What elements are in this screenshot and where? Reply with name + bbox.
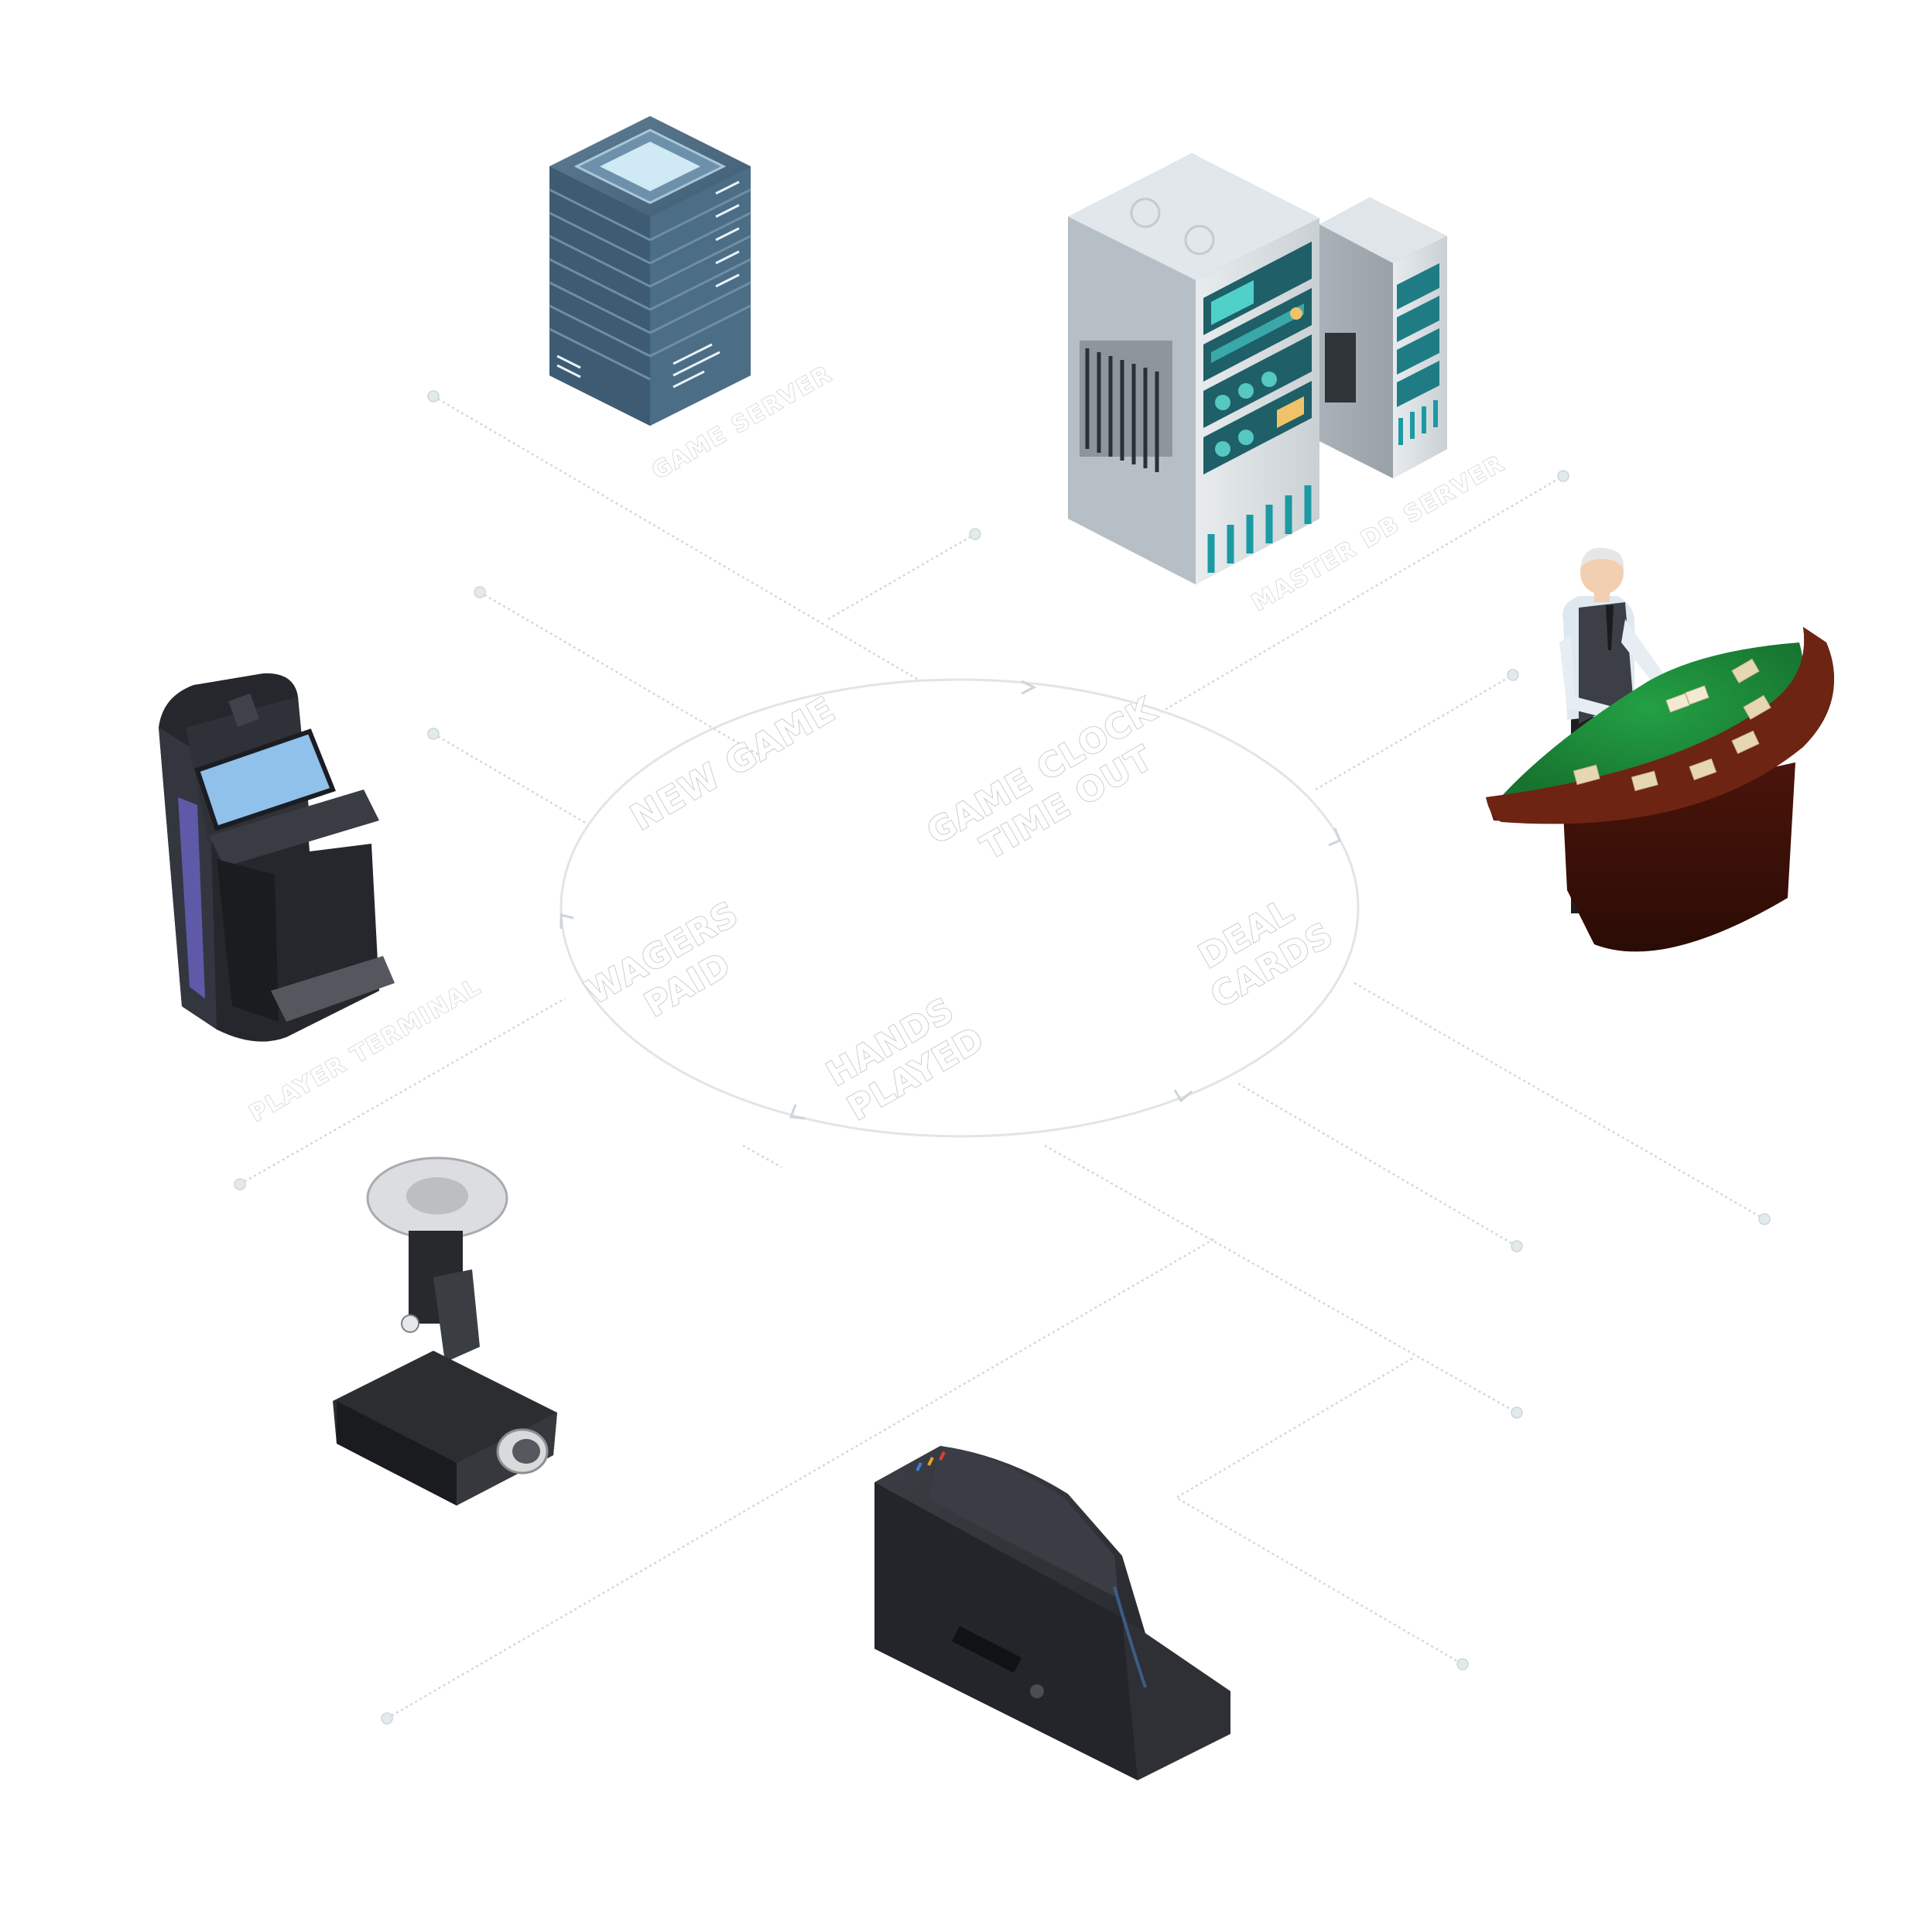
- connector-dealer-table: [1315, 673, 1514, 791]
- game-server-icon: [549, 116, 751, 426]
- connector-dot: [1758, 1213, 1771, 1225]
- connector-right-long: [1354, 981, 1765, 1221]
- game-cycle: NEW GAME GAME CLOCK TIME OUT DEAL CARDS …: [560, 678, 1360, 1138]
- connector-dot: [969, 528, 981, 540]
- connector-new-game: [479, 591, 759, 756]
- cycle-step-new-game: NEW GAME: [624, 688, 843, 838]
- connector-dot: [1507, 669, 1519, 681]
- cycle-step-deal-cards: DEAL CARDS: [1184, 880, 1340, 1016]
- connector-lines: [234, 390, 1771, 1725]
- rack-servers-icon: [1068, 153, 1447, 584]
- cycle-ring: [560, 678, 1360, 1138]
- connector-right-mid: [1237, 1082, 1518, 1248]
- connector-master-server: [1160, 474, 1564, 714]
- cycle-step-wagers-paid: WAGERS PAID: [579, 888, 776, 1048]
- connector-dot: [381, 1712, 393, 1725]
- cycle-arrow: [1328, 827, 1341, 847]
- connector-dot: [1456, 1658, 1469, 1670]
- cycle-arrow: [1173, 1089, 1193, 1103]
- security-camera-icon: [333, 1156, 557, 1506]
- cycle-arrow: [560, 913, 574, 929]
- connector-shoe-elbow: [1174, 1357, 1463, 1666]
- connector-terminal-top: [433, 732, 589, 826]
- player-terminal-kiosk-icon: [159, 673, 395, 1042]
- connector-game-server-branch: [827, 533, 976, 621]
- connector-dot: [474, 586, 486, 598]
- cycle-arrow: [1021, 680, 1037, 695]
- card-shoe-reader-icon: [874, 1446, 1230, 1780]
- connector-game-server: [433, 395, 922, 683]
- cycle-step-game-clock: GAME CLOCK TIME OUT: [920, 683, 1193, 887]
- connector-dot: [427, 728, 440, 740]
- connector-dot: [1557, 470, 1569, 482]
- connector-dot: [427, 390, 440, 402]
- connector-bottom-left-long: [386, 1237, 1216, 1720]
- connector-bottom-right: [1044, 1144, 1518, 1414]
- connector-dot: [234, 1178, 246, 1190]
- connector-dot: [1511, 1240, 1523, 1252]
- blackjack-dealer-table-icon: [1486, 547, 1834, 952]
- connector-dot: [1511, 1406, 1523, 1419]
- connector-camera: [742, 1144, 782, 1169]
- cycle-step-hands-played: HANDS PLAYED: [820, 984, 992, 1129]
- cycle-arrow: [789, 1104, 806, 1120]
